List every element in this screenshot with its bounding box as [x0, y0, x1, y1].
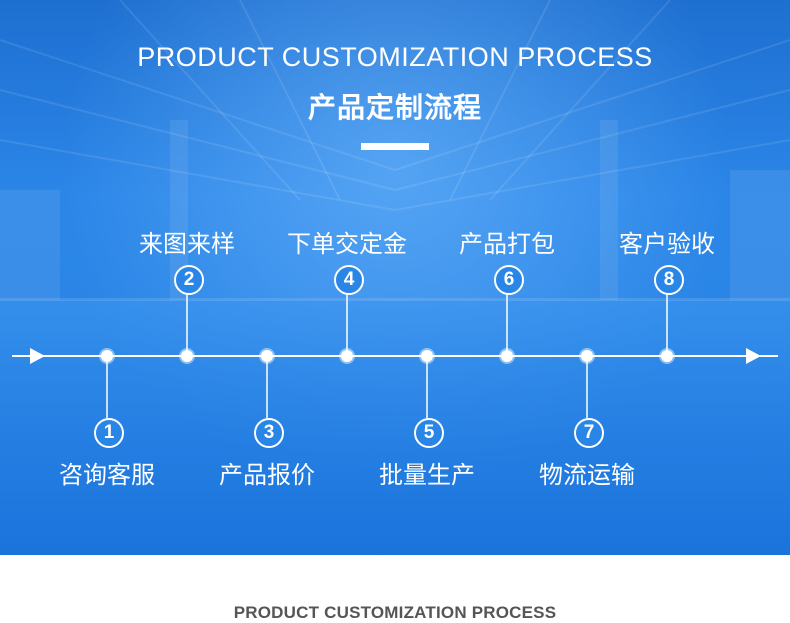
- step-2-node: [179, 348, 195, 364]
- step-5-node: [419, 348, 435, 364]
- step-7-node: [579, 348, 595, 364]
- hero-banner: PRODUCT CUSTOMIZATION PROCESS 产品定制流程 1 咨…: [0, 0, 790, 555]
- step-1-label: 咨询客服: [59, 462, 155, 489]
- step-6-node: [499, 348, 515, 364]
- step-6-number: 6: [494, 265, 524, 295]
- step-2-number: 2: [174, 265, 204, 295]
- arrow-left-icon: [30, 348, 45, 364]
- footer-title-english: PRODUCT CUSTOMIZATION PROCESS: [233, 603, 557, 622]
- step-3-number: 3: [254, 418, 284, 448]
- step-8-number: 8: [654, 265, 684, 295]
- warehouse-floor: [0, 300, 790, 555]
- step-3-label: 产品报价: [219, 462, 315, 489]
- warehouse-background-image: [0, 0, 790, 555]
- step-7-label: 物流运输: [539, 462, 635, 489]
- step-4-node: [339, 348, 355, 364]
- process-timeline: [0, 0, 790, 555]
- step-5-label: 批量生产: [379, 462, 475, 489]
- arrow-right-icon: [746, 348, 761, 364]
- title-english: PRODUCT CUSTOMIZATION PROCESS: [137, 42, 653, 72]
- step-1-node: [99, 348, 115, 364]
- title-underline: [361, 143, 429, 150]
- step-6-label: 产品打包: [459, 231, 555, 258]
- step-2-label: 来图来样: [139, 231, 235, 258]
- step-4-number: 4: [334, 265, 364, 295]
- step-3-node: [259, 348, 275, 364]
- step-8-node: [659, 348, 675, 364]
- title-chinese: 产品定制流程: [307, 92, 482, 123]
- step-1-number: 1: [94, 418, 124, 448]
- step-7-number: 7: [574, 418, 604, 448]
- step-5-number: 5: [414, 418, 444, 448]
- step-4-label: 下单交定金: [287, 231, 407, 258]
- step-8-label: 客户验收: [619, 231, 715, 258]
